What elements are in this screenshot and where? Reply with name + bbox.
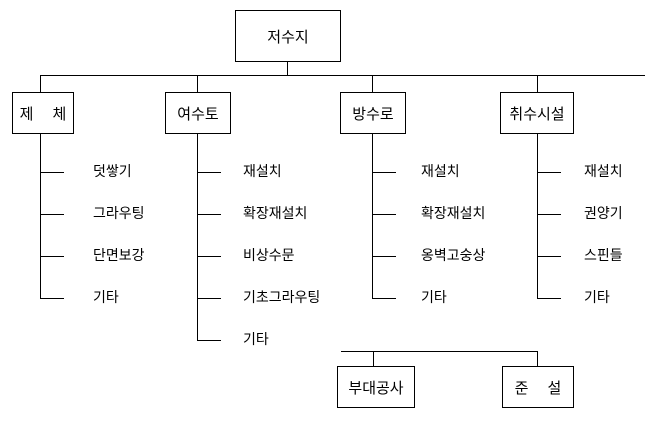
intake-facility-item: 스핀들 [584, 248, 623, 264]
spillway-item: 기타 [243, 332, 269, 348]
dredging-box: 준 설 [502, 366, 574, 408]
embankment-item: 그라우팅 [93, 206, 145, 222]
embankment-item: 덧쌓기 [93, 164, 132, 180]
category-box-embankment: 제 체 [12, 92, 74, 134]
spillway-item: 기초그라우팅 [243, 290, 321, 306]
discharge-channel-item: 재설치 [421, 164, 460, 180]
intake-facility-item: 재설치 [584, 164, 623, 180]
spillway-item: 비상수문 [243, 248, 295, 264]
auxiliary-works-box: 부대공사 [337, 366, 415, 408]
discharge-channel-item: 옹벽고숭상 [421, 248, 486, 264]
discharge-channel-item: 기타 [421, 290, 447, 306]
intake-facility-item: 권양기 [584, 206, 623, 222]
category-box-intake-facility: 취수시설 [500, 92, 574, 134]
category-box-discharge-channel: 방수로 [340, 92, 406, 134]
intake-facility-item: 기타 [584, 290, 610, 306]
root-box: 저수지 [235, 10, 341, 62]
discharge-channel-item: 확장재설치 [421, 206, 486, 222]
embankment-item: 기타 [93, 290, 119, 306]
embankment-item: 단면보강 [93, 248, 145, 264]
category-box-spillway: 여수토 [165, 92, 231, 134]
spillway-item: 재설치 [243, 164, 282, 180]
spillway-item: 확장재설치 [243, 206, 308, 222]
